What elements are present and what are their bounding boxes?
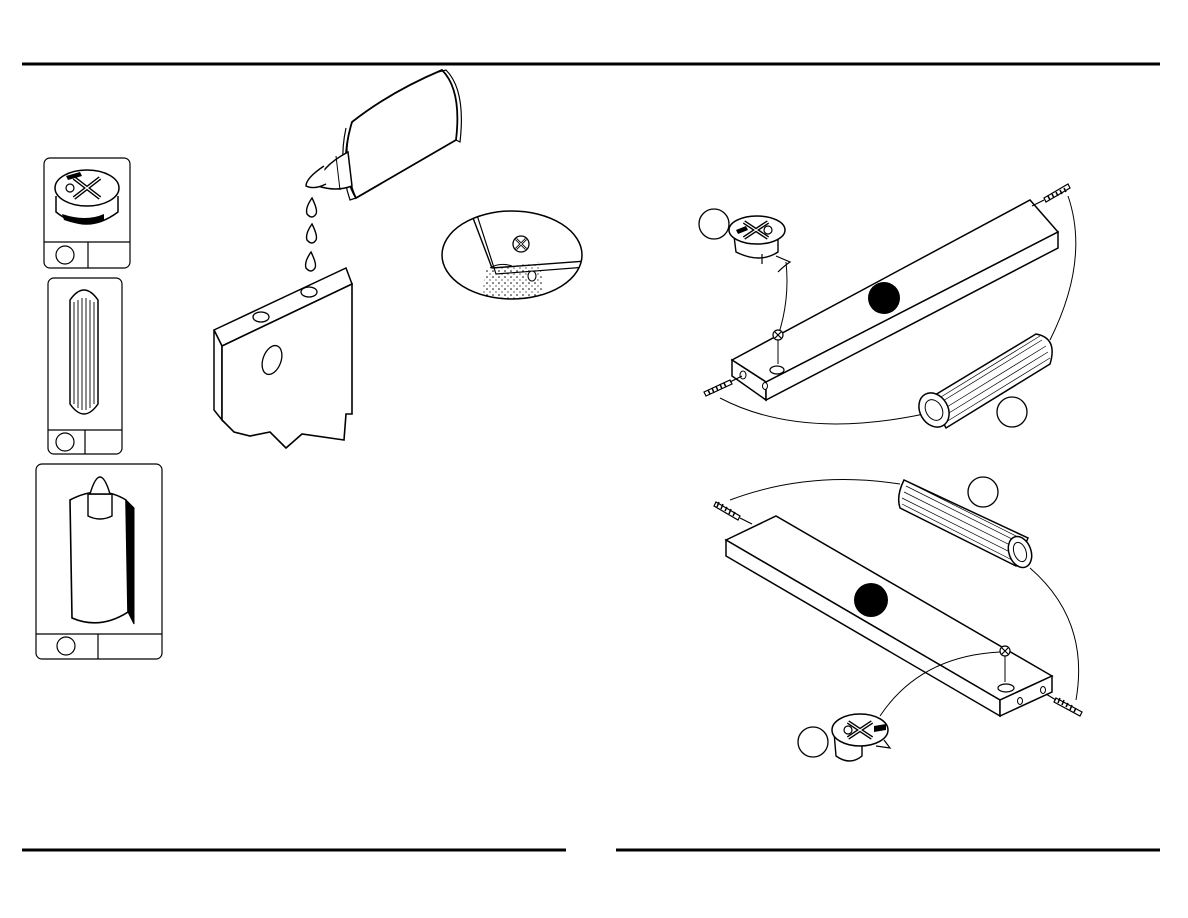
cam-lock-icon	[832, 714, 890, 761]
callout-circle	[798, 727, 828, 757]
screw-icon	[513, 236, 529, 252]
hole-detail-icon	[442, 210, 600, 304]
callout-circle	[699, 209, 729, 239]
part-marker-dot	[868, 282, 900, 314]
glue-bottle-icon	[306, 70, 461, 200]
panel-icon	[214, 268, 352, 448]
threaded-pin-icon	[1032, 184, 1070, 206]
glue-drop-icon	[306, 252, 316, 271]
top-shelf-assembly	[699, 184, 1076, 433]
part-number-circle	[56, 246, 74, 264]
glue-drop-icon	[307, 198, 317, 217]
part-box-cam-lock	[44, 158, 130, 268]
part-number-circle	[57, 637, 75, 655]
part-box-dowel	[48, 278, 122, 454]
part-marker-dot	[854, 583, 888, 617]
dowel-icon	[70, 290, 98, 414]
part-box-glue	[36, 464, 162, 659]
callout-circle	[997, 397, 1027, 427]
dowel-icon	[913, 334, 1052, 433]
glue-bottle-icon	[70, 477, 134, 624]
glue-drop-icon	[307, 224, 317, 243]
threaded-pin-icon	[704, 376, 742, 396]
callout-circle	[968, 477, 998, 507]
cam-lock-icon	[55, 170, 119, 224]
glue-step	[214, 70, 600, 448]
dowel-icon	[899, 480, 1036, 571]
part-number-circle	[56, 433, 74, 451]
cam-lock-icon	[729, 216, 790, 272]
threaded-pin-icon	[714, 502, 752, 524]
bottom-shelf-assembly	[714, 477, 1082, 761]
